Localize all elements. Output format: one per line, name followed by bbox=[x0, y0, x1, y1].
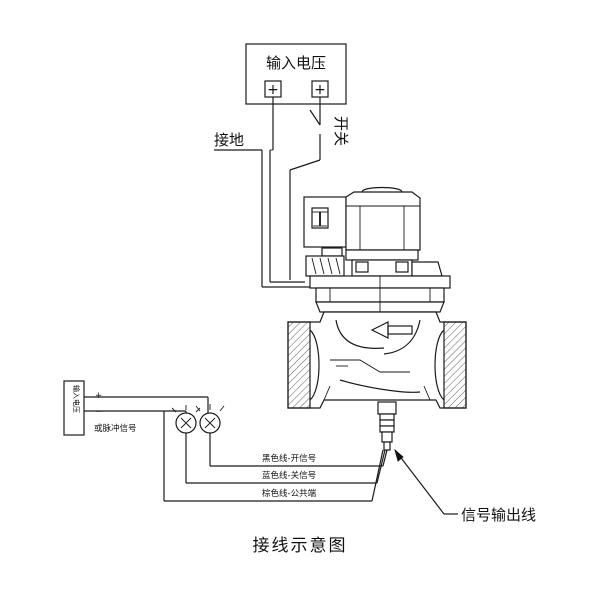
signal-wires: 黑色线-开信号 蓝色线-关信号 棕色线-公共端 bbox=[163, 411, 388, 502]
wire-label-black: 黑色线-开信号 bbox=[262, 453, 316, 464]
side-power-box: 输入电压 + − 或脉冲信号 bbox=[63, 380, 137, 436]
switch: 开关 bbox=[289, 97, 350, 280]
signal-sensor bbox=[377, 401, 397, 451]
diagram-title: 接线示意图 bbox=[253, 536, 348, 556]
signal-output-label: 信号输出线 bbox=[461, 506, 536, 524]
solenoid-coil bbox=[303, 186, 443, 277]
pulse-signal-label: 或脉冲信号 bbox=[94, 423, 137, 434]
power-supply-box: 输入电压 + + bbox=[245, 43, 347, 105]
switch-label: 开关 bbox=[332, 116, 350, 146]
svg-text:+: + bbox=[95, 391, 102, 401]
indicator-lamps bbox=[84, 396, 225, 434]
power-box-label: 输入电压 bbox=[266, 54, 326, 72]
ground-label: 接地 bbox=[214, 131, 244, 149]
lamp-icon bbox=[171, 405, 201, 434]
wire-label-blue: 蓝色线-关信号 bbox=[262, 470, 316, 481]
svg-text:+: + bbox=[267, 82, 279, 98]
valve-body bbox=[287, 275, 467, 409]
svg-text:+: + bbox=[314, 82, 326, 98]
wire-label-brown: 棕色线-公共端 bbox=[262, 488, 317, 499]
svg-text:−: − bbox=[95, 407, 102, 417]
signal-output-pointer: 信号输出线 bbox=[394, 448, 536, 524]
ground-wire: 接地 bbox=[214, 97, 316, 288]
side-box-label: 输入电压 bbox=[72, 385, 81, 413]
